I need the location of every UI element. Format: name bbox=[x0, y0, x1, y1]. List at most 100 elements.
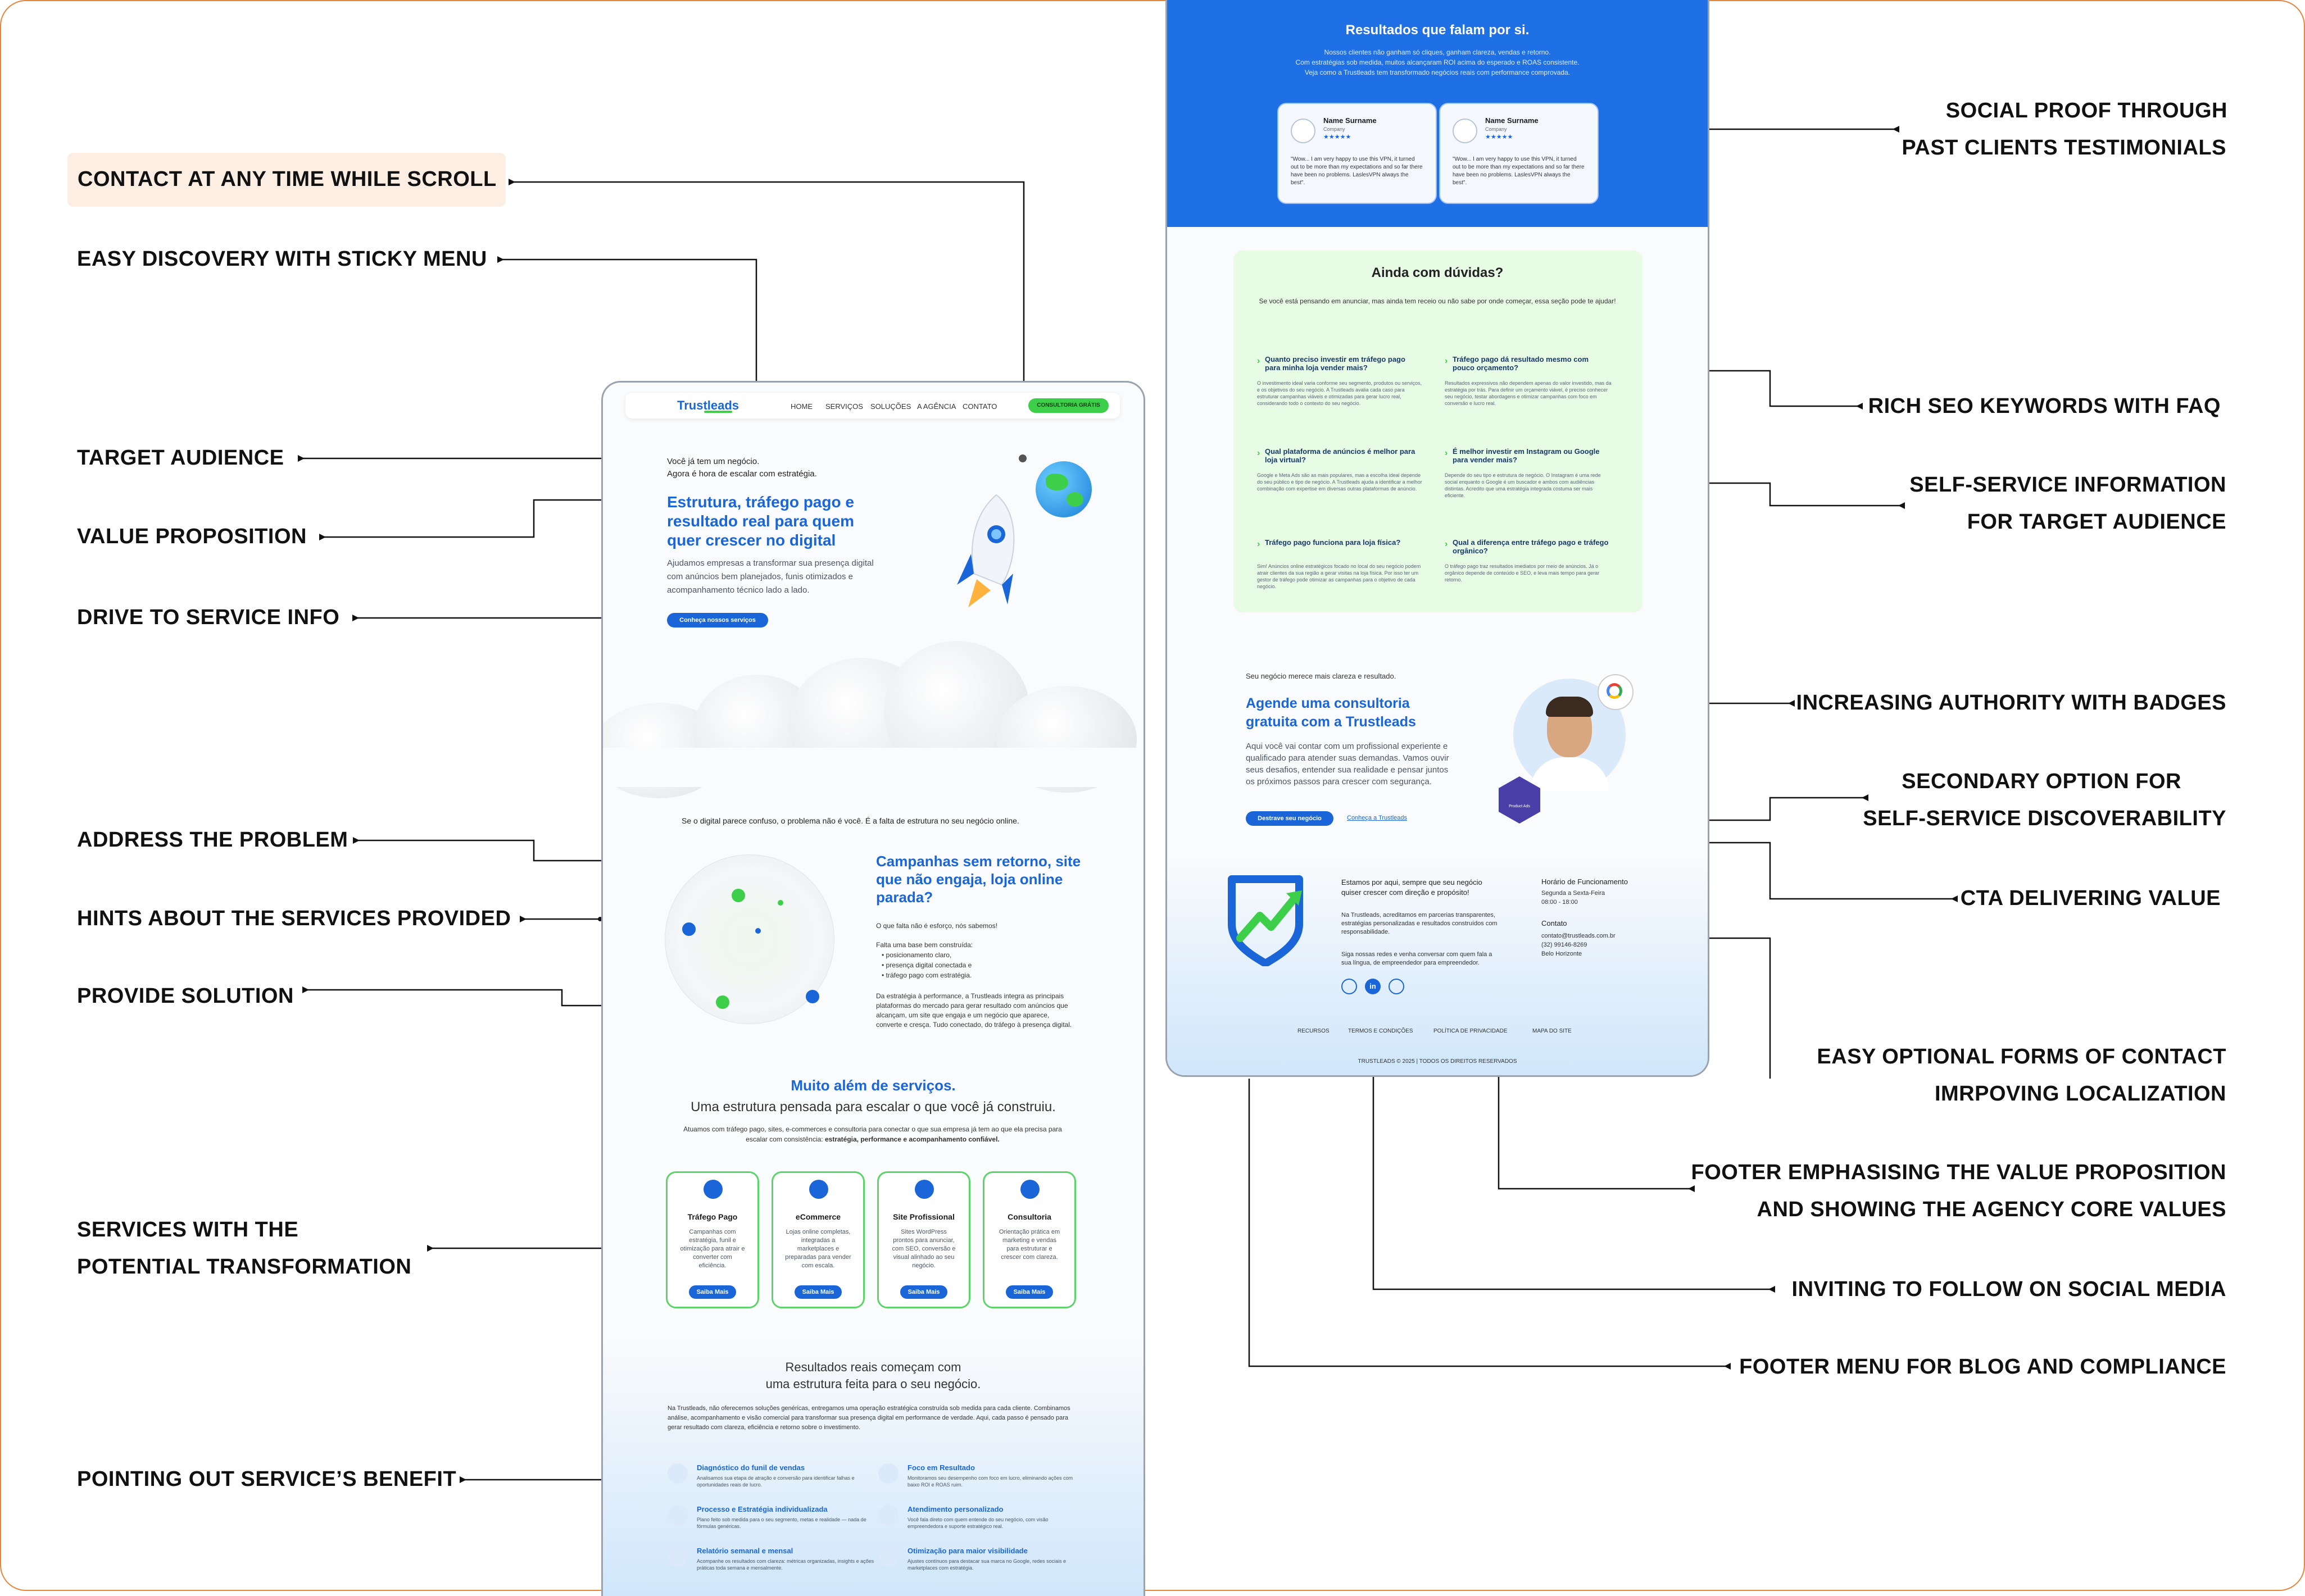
solution-text: Da estratégia à performance, a Trustlead… bbox=[876, 992, 1072, 1029]
problem-intro: Se o digital parece confuso, o problema … bbox=[682, 816, 1019, 825]
gauge-icon bbox=[704, 1180, 723, 1199]
annotation-target-audience: TARGET AUDIENCE bbox=[77, 446, 284, 470]
annotation-service-benefit: POINTING OUT SERVICE’S BENEFIT bbox=[77, 1467, 457, 1491]
footer-menu-item[interactable]: RECURSOS bbox=[1297, 1028, 1330, 1034]
footer-tagline: Estamos por aqui, sempre que seu negócio… bbox=[1341, 878, 1482, 897]
annotation-footer-menu: FOOTER MENU FOR BLOG AND COMPLIANCE bbox=[1739, 1355, 2226, 1379]
annotation-footer-value: FOOTER EMPHASISING THE VALUE PROPOSITION… bbox=[1691, 1161, 2226, 1221]
testimonials-body-3: Veja como a Trustleads tem transformado … bbox=[1304, 69, 1571, 76]
landing-page-top: Trustleads HOME SERVIÇOS SOLUÇÕES A AGÊN… bbox=[601, 381, 1145, 1596]
testimonials-title: Resultados que falam por si. bbox=[1345, 22, 1530, 38]
cta-primary-button[interactable]: Destrave seu negócio bbox=[1246, 811, 1333, 826]
platforms-orbit bbox=[665, 854, 834, 1024]
contact-phone[interactable]: (32) 99146-8269 bbox=[1541, 942, 1587, 948]
chevron-right-icon: › bbox=[1445, 448, 1448, 458]
results-body: Na Trustleads, não oferecemos soluções g… bbox=[668, 1405, 1070, 1431]
process-icon bbox=[668, 1505, 688, 1525]
funnel-icon bbox=[668, 1463, 688, 1484]
support-icon bbox=[878, 1505, 899, 1525]
testimonial-card: Name Surname Company ★★★★★ "Wow... I am … bbox=[1439, 103, 1599, 204]
footer-social-text: Siga nossas redes e venha conversar com … bbox=[1341, 951, 1492, 966]
service-card-ecommerce[interactable]: eCommerce Lojas online completas, integr… bbox=[772, 1171, 865, 1308]
report-icon bbox=[668, 1547, 688, 1567]
moon-icon bbox=[1019, 454, 1027, 462]
service-card-consulting[interactable]: Consultoria Orientação prática em market… bbox=[983, 1171, 1076, 1308]
footer-menu-item[interactable]: MAPA DO SITE bbox=[1532, 1028, 1572, 1034]
cart-icon bbox=[809, 1180, 828, 1199]
hero-eyebrow-2: Agora é hora de escalar com estratégia. bbox=[667, 469, 817, 479]
service-card-traffic[interactable]: Tráfego Pago Campanhas com estratégia, f… bbox=[666, 1171, 759, 1308]
contact-email[interactable]: contato@trustleads.com.br bbox=[1541, 933, 1616, 939]
rating-stars: ★★★★★ bbox=[1485, 134, 1513, 140]
footer-menu-item[interactable]: POLÍTICA DE PRIVACIDADE bbox=[1433, 1028, 1508, 1034]
consultant-photo bbox=[1513, 679, 1626, 791]
avatar bbox=[1453, 119, 1477, 143]
annotation-authority-badges: INCREASING AUTHORITY WITH BADGES bbox=[1796, 691, 2226, 715]
annotation-sticky-menu: EASY DISCOVERY WITH STICKY MENU bbox=[77, 247, 487, 271]
footer-menu-item[interactable]: TERMOS E CONDIÇÕES bbox=[1348, 1028, 1413, 1034]
copyright: TRUSTLEADS © 2025 | TODOS OS DIREITOS RE… bbox=[1358, 1058, 1517, 1065]
nav-cta-button[interactable]: CONSULTORIA GRÁTIS bbox=[1028, 398, 1109, 413]
footer bbox=[1167, 854, 1708, 1075]
chart-icon bbox=[1020, 1180, 1040, 1199]
testimonial-card: Name Surname Company ★★★★★ "Wow... I am … bbox=[1277, 103, 1437, 204]
chevron-right-icon: › bbox=[1257, 539, 1260, 549]
linkedin-icon[interactable]: in bbox=[1365, 979, 1381, 994]
problem-headline: Campanhas sem retorno, site que não enga… bbox=[876, 853, 1081, 906]
hours-time: 08:00 - 18:00 bbox=[1541, 899, 1578, 906]
nav-solutions[interactable]: SOLUÇÕES bbox=[870, 402, 911, 411]
footer-values: Na Trustleads, acreditamos em parcerias … bbox=[1341, 912, 1498, 935]
problem-list-item: • posicionamento claro, bbox=[882, 951, 952, 959]
nav-home[interactable]: HOME bbox=[791, 402, 813, 411]
annotation-social-follow: INVITING TO FOLLOW ON SOCIAL MEDIA bbox=[1791, 1277, 2226, 1301]
instagram-icon[interactable] bbox=[1341, 979, 1357, 994]
trustleads-shield-logo bbox=[1228, 875, 1303, 966]
contact-city: Belo Horizonte bbox=[1541, 951, 1582, 957]
nav-services[interactable]: SERVIÇOS bbox=[825, 402, 863, 411]
chevron-right-icon: › bbox=[1257, 448, 1260, 458]
faq-intro: Se você está pensando em anunciar, mas a… bbox=[1259, 297, 1616, 305]
avatar bbox=[1291, 119, 1315, 143]
problem-list-title: Falta uma base bem construída: bbox=[876, 941, 973, 949]
consult-eyebrow: Seu negócio merece mais clareza e result… bbox=[1246, 672, 1396, 680]
results-section bbox=[603, 1338, 1144, 1596]
hours-title: Horário de Funcionamento bbox=[1541, 877, 1628, 886]
planet-icon bbox=[1036, 461, 1092, 517]
contact-title: Contato bbox=[1541, 919, 1567, 927]
saiba-mais-button[interactable]: Saiba Mais bbox=[795, 1285, 842, 1299]
annotation-drive-service: DRIVE TO SERVICE INFO bbox=[77, 606, 340, 629]
saiba-mais-button[interactable]: Saiba Mais bbox=[1006, 1285, 1053, 1299]
testimonials-section bbox=[1167, 0, 1708, 227]
service-card-website[interactable]: Site Profissional Sites WordPress pronto… bbox=[877, 1171, 970, 1308]
logo[interactable]: Trustleads bbox=[677, 398, 739, 412]
saiba-mais-button[interactable]: Saiba Mais bbox=[689, 1285, 736, 1299]
testimonials-body-2: Com estratégias sob medida, muitos alcan… bbox=[1295, 58, 1580, 66]
chevron-right-icon: › bbox=[1445, 539, 1448, 549]
results-title-2: uma estrutura feita para o seu negócio. bbox=[765, 1377, 981, 1391]
whatsapp-icon[interactable] bbox=[1389, 979, 1404, 994]
annotation-cta-value: CTA DELIVERING VALUE bbox=[1960, 886, 2221, 910]
sticky-nav: Trustleads HOME SERVIÇOS SOLUÇÕES A AGÊN… bbox=[625, 393, 1120, 419]
annotation-provide-solution: PROVIDE SOLUTION bbox=[77, 984, 294, 1008]
hero-cta-button[interactable]: Conheça nossos serviços bbox=[667, 613, 768, 628]
problem-list-item: • tráfego pago com estratégia. bbox=[882, 971, 972, 979]
cta-secondary-link[interactable]: Conheça a Trustleads bbox=[1347, 815, 1408, 821]
landing-page-bottom: Resultados que falam por si. Nossos clie… bbox=[1165, 0, 1709, 1077]
nav-agency[interactable]: A AGÊNCIA bbox=[917, 402, 956, 411]
results-title-1: Resultados reais começam com bbox=[785, 1360, 961, 1374]
annotation-address-problem: ADDRESS THE PROBLEM bbox=[77, 828, 348, 852]
nav-contact[interactable]: CONTATO bbox=[963, 402, 997, 411]
testimonials-body-1: Nossos clientes não ganham só cliques, g… bbox=[1324, 48, 1551, 56]
consult-body: Aqui você vai contar com um profissional… bbox=[1246, 742, 1449, 786]
target-icon bbox=[878, 1463, 899, 1484]
saiba-mais-button[interactable]: Saiba Mais bbox=[900, 1285, 947, 1299]
hero-eyebrow-1: Você já tem um negócio. bbox=[667, 457, 760, 466]
annotation-seo-faq: RICH SEO KEYWORDS WITH FAQ bbox=[1868, 394, 2221, 418]
annotation-hints-services: HINTS ABOUT THE SERVICES PROVIDED bbox=[77, 907, 511, 930]
rocket-icon bbox=[957, 494, 1015, 607]
